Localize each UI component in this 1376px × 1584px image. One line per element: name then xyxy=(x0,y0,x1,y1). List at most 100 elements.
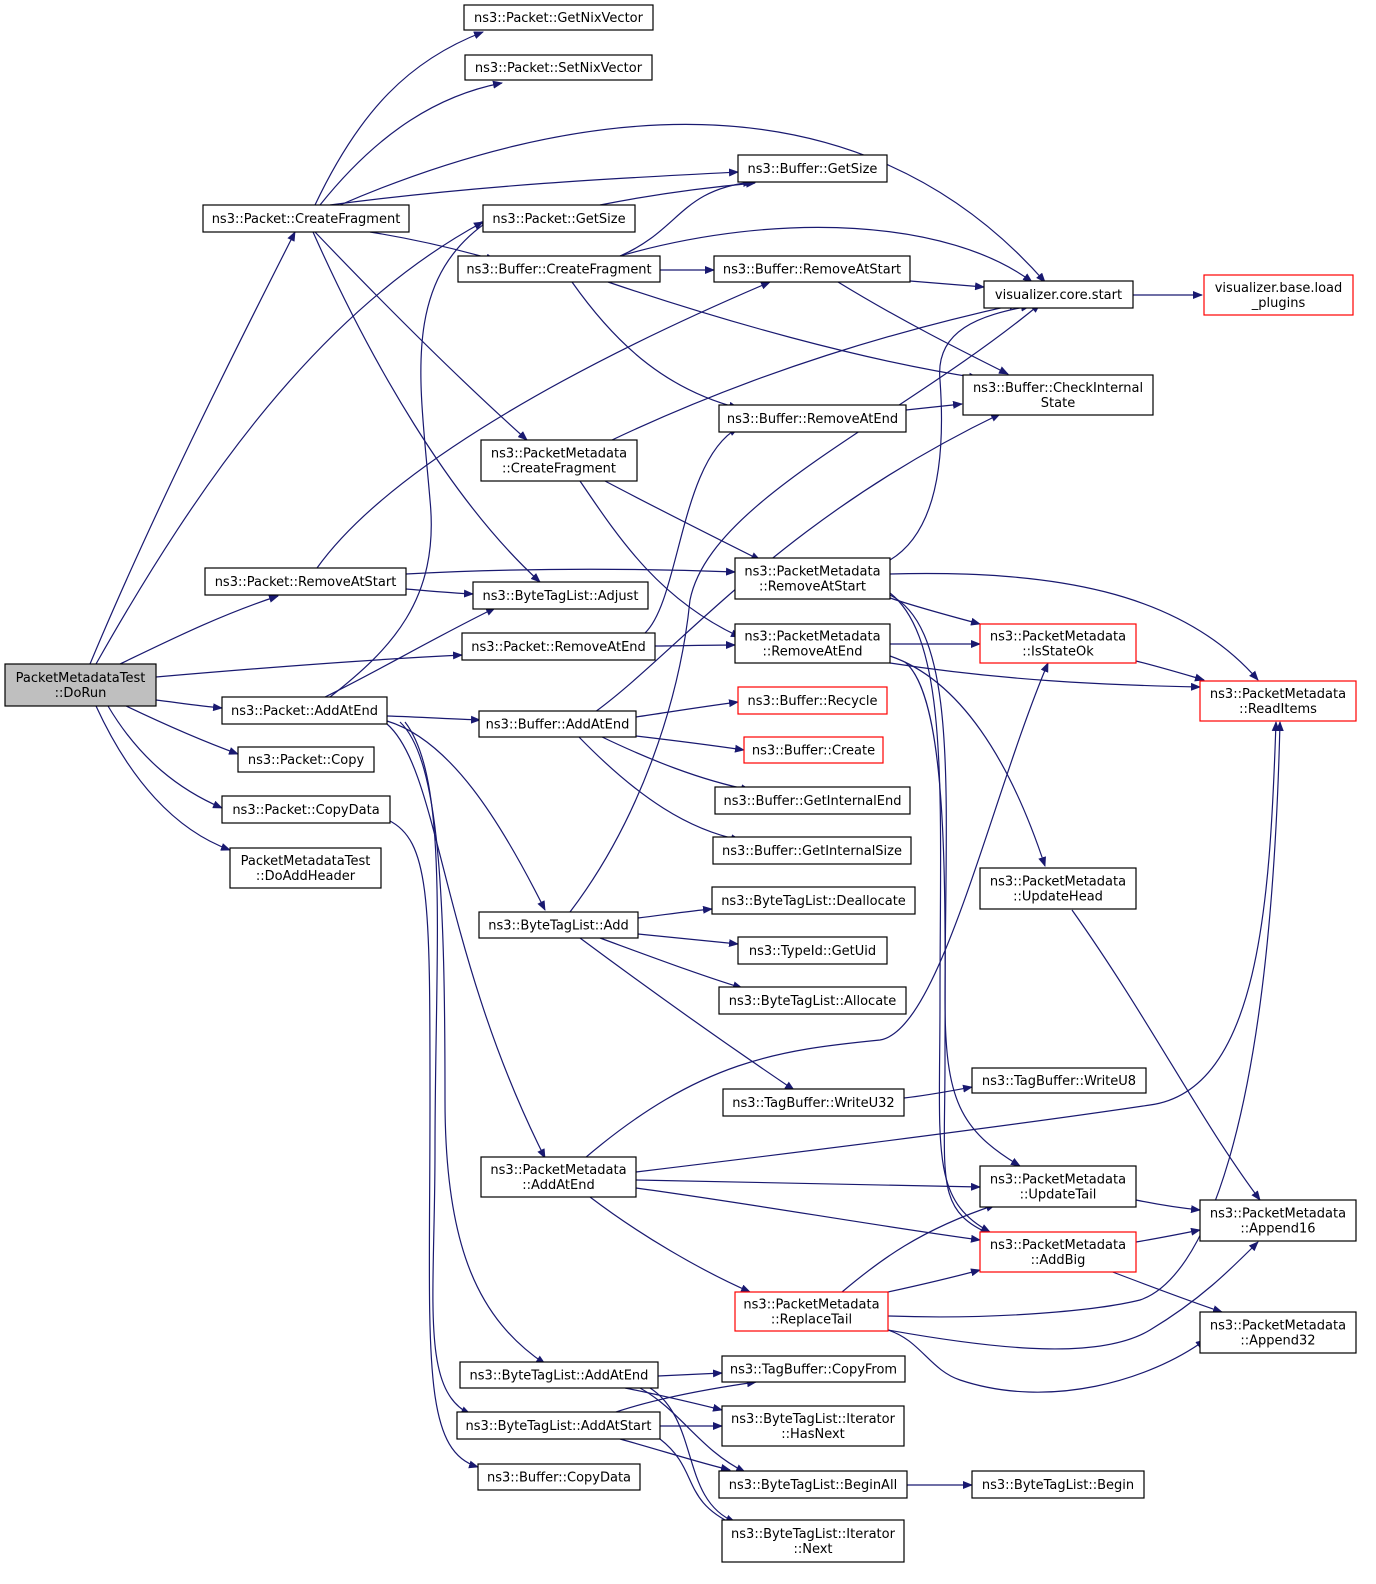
node-bgetintsize[interactable]: ns3::Buffer::GetInternalSize xyxy=(712,836,912,865)
node-tbcopyfrom[interactable]: ns3::TagBuffer::CopyFrom xyxy=(721,1355,906,1383)
node-btlbeginall[interactable]: ns3::ByteTagList::BeginAll xyxy=(718,1470,908,1499)
edge-paddatend-btladjust xyxy=(324,607,496,698)
node-paddend[interactable]: ns3::Packet::AddAtEnd xyxy=(221,696,388,725)
node-premstart[interactable]: ns3::Packet::RemoveAtStart xyxy=(204,567,407,596)
node-label: ns3::Buffer::Create xyxy=(752,744,875,759)
node-btladdstart[interactable]: ns3::ByteTagList::AddAtStart xyxy=(456,1411,661,1440)
node-getnix[interactable]: ns3::Packet::GetNixVector xyxy=(463,4,654,31)
node-box xyxy=(737,936,888,965)
node-label: ns3::TypeId::GetUid xyxy=(749,944,876,959)
node-label: ns3::Buffer::RemoveAtEnd xyxy=(727,412,898,427)
node-brecycle[interactable]: ns3::Buffer::Recycle xyxy=(737,686,888,715)
node-bcreatefrag[interactable]: ns3::Buffer::CreateFragment xyxy=(457,255,661,283)
node-label: ::AddBig xyxy=(1031,1253,1086,1268)
edge-premoveatend-bufferremoveatend xyxy=(644,427,739,634)
node-pmremend[interactable]: ns3::PacketMetadata::RemoveAtEnd xyxy=(734,623,891,664)
node-typeid[interactable]: ns3::TypeId::GetUid xyxy=(737,936,888,965)
node-pmremstart[interactable]: ns3::PacketMetadata::RemoveAtStart xyxy=(734,557,891,600)
edge-pmremoveatstart-visstart xyxy=(889,303,1031,561)
node-vload[interactable]: visualizer.base.load_plugins xyxy=(1203,274,1354,316)
node-pmapp32[interactable]: ns3::PacketMetadata::Append32 xyxy=(1199,1311,1357,1354)
node-label: ::CreateFragment xyxy=(502,462,616,477)
edge-pmaddatend-readitems xyxy=(635,721,1280,1173)
edge-paddatend-pmaddatend xyxy=(386,723,546,1159)
node-label: ns3::Buffer::GetInternalEnd xyxy=(723,794,901,809)
node-pmaddbig[interactable]: ns3::PacketMetadata::AddBig xyxy=(979,1231,1137,1273)
node-box xyxy=(478,710,637,738)
node-vstart[interactable]: visualizer.core.start xyxy=(983,280,1134,309)
node-box xyxy=(718,1470,908,1499)
node-tbwu8[interactable]: ns3::TagBuffer::WriteU8 xyxy=(971,1067,1147,1094)
node-box xyxy=(979,1231,1137,1273)
node-box xyxy=(971,1470,1145,1499)
node-btlalloc[interactable]: ns3::ByteTagList::Allocate xyxy=(718,986,907,1015)
node-label: ns3::PacketMetadata xyxy=(990,1173,1126,1188)
node-doaddheader[interactable]: PacketMetadataTest::DoAddHeader xyxy=(229,847,382,889)
node-btladd[interactable]: ns3::ByteTagList::Add xyxy=(478,911,639,939)
node-pmreplace[interactable]: ns3::PacketMetadata::ReplaceTail xyxy=(734,1291,889,1332)
node-pmapp16[interactable]: ns3::PacketMetadata::Append16 xyxy=(1199,1199,1357,1242)
node-setnix[interactable]: ns3::Packet::SetNixVector xyxy=(464,54,653,81)
node-label: ns3::PacketMetadata xyxy=(1210,1319,1346,1334)
node-createfrag[interactable]: ns3::Packet::CreateFragment xyxy=(202,204,410,233)
node-pmaddend[interactable]: ns3::PacketMetadata::AddAtEnd xyxy=(480,1156,637,1198)
node-pmread[interactable]: ns3::PacketMetadata::ReadItems xyxy=(1199,680,1357,722)
edge-bufferaddatend-getinternalend xyxy=(599,735,751,793)
node-pcopy[interactable]: ns3::Packet::Copy xyxy=(237,746,375,773)
node-box xyxy=(743,736,884,764)
node-pcopydata[interactable]: ns3::Packet::CopyData xyxy=(221,795,391,824)
node-label: ns3::ByteTagList::Iterator xyxy=(731,1412,896,1427)
node-box xyxy=(979,867,1137,910)
node-box xyxy=(721,1519,905,1563)
node-bremstart[interactable]: ns3::Buffer::RemoveAtStart xyxy=(713,255,911,283)
node-box xyxy=(202,204,410,233)
edge-createfragment-btladjust xyxy=(312,231,541,583)
node-box xyxy=(478,911,639,939)
node-label: ::DoAddHeader xyxy=(256,869,356,884)
node-dorun[interactable]: PacketMetadataTest::DoRun xyxy=(4,663,157,707)
node-btlbegin[interactable]: ns3::ByteTagList::Begin xyxy=(971,1470,1145,1499)
edge-btladd-deallocate xyxy=(637,905,713,919)
node-box xyxy=(463,4,654,31)
node-label: ::UpdateHead xyxy=(1013,890,1103,905)
edge-removeatstart-checkinternalstate xyxy=(837,281,1009,375)
node-premend[interactable]: ns3::Packet::RemoveAtEnd xyxy=(461,632,656,661)
node-box xyxy=(734,623,891,664)
node-pmstateok[interactable]: ns3::PacketMetadata::IsStateOk xyxy=(979,623,1137,664)
node-bcopydata[interactable]: ns3::Buffer::CopyData xyxy=(477,1463,641,1491)
node-pmupdhead[interactable]: ns3::PacketMetadata::UpdateHead xyxy=(979,867,1137,910)
node-btlnext[interactable]: ns3::ByteTagList::Iterator::Next xyxy=(721,1519,905,1563)
node-label: ns3::Packet::GetNixVector xyxy=(474,11,644,26)
edge-btladdatend-beginall xyxy=(639,1387,746,1473)
node-btladjust[interactable]: ns3::ByteTagList::Adjust xyxy=(472,581,649,610)
node-bcreate[interactable]: ns3::Buffer::Create xyxy=(743,736,884,764)
edge-btladd-getuid xyxy=(637,933,739,948)
node-box xyxy=(461,632,656,661)
node-pmupdtail[interactable]: ns3::PacketMetadata::UpdateTail xyxy=(979,1165,1137,1208)
node-box xyxy=(480,1156,637,1198)
node-label: ::RemoveAtEnd xyxy=(763,645,863,660)
node-label: ns3::Buffer::CopyData xyxy=(487,1471,631,1486)
node-tbwu32[interactable]: ns3::TagBuffer::WriteU32 xyxy=(722,1088,905,1117)
node-label: ::Append32 xyxy=(1240,1334,1315,1349)
edge-createfragment-pmcreatefragment xyxy=(314,231,528,441)
node-label: ns3::ByteTagList::Adjust xyxy=(483,589,639,604)
node-label: ns3::ByteTagList::Deallocate xyxy=(721,894,906,909)
edge-premoveatstart-bufferremoveatstart xyxy=(316,281,771,569)
node-pmcreatefrag[interactable]: ns3::PacketMetadata::CreateFragment xyxy=(480,439,638,482)
node-bgetintend[interactable]: ns3::Buffer::GetInternalEnd xyxy=(714,786,911,815)
node-label: PacketMetadataTest xyxy=(16,671,146,686)
node-bremend[interactable]: ns3::Buffer::RemoveAtEnd xyxy=(718,404,907,433)
edge-paddatend-bufferaddatend xyxy=(386,715,481,724)
node-label: ns3::Packet::GetSize xyxy=(492,212,625,227)
node-bgetsize[interactable]: ns3::Buffer::GetSize xyxy=(737,154,888,183)
node-btldealloc[interactable]: ns3::ByteTagList::Deallocate xyxy=(711,886,916,915)
node-label: visualizer.core.start xyxy=(995,288,1122,303)
node-pgetsize[interactable]: ns3::Packet::GetSize xyxy=(482,204,636,233)
node-box xyxy=(1199,680,1357,722)
node-btladdend[interactable]: ns3::ByteTagList::AddAtEnd xyxy=(459,1361,659,1389)
node-btlhasnext[interactable]: ns3::ByteTagList::Iterator::HasNext xyxy=(721,1405,905,1447)
node-label: ns3::PacketMetadata xyxy=(990,875,1126,890)
node-baddend[interactable]: ns3::Buffer::AddAtEnd xyxy=(478,710,637,738)
